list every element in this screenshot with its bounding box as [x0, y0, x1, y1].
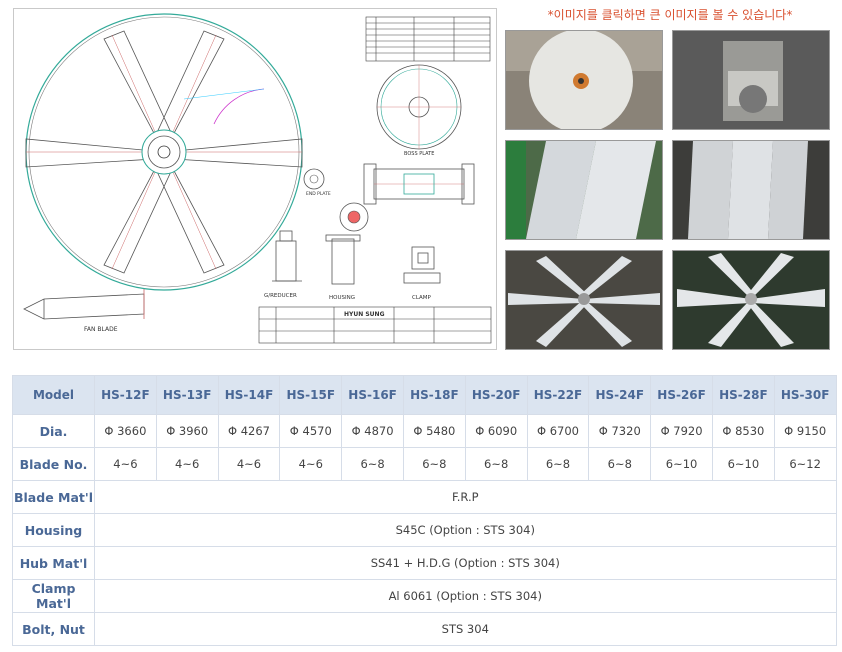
housing-label: HOUSING	[329, 295, 355, 301]
model-cell: HS-14F	[217, 375, 281, 415]
photo-fan-installed-1[interactable]	[505, 250, 663, 350]
company-label: HYUN SUNG	[344, 311, 385, 318]
model-cell: HS-30F	[773, 375, 837, 415]
blade-no-cell: 4~6	[217, 447, 281, 481]
housing-value: S45C (Option : STS 304)	[94, 513, 837, 547]
dia-cell: Φ 4267	[217, 414, 281, 448]
blade-no-cell: 6~12	[773, 447, 837, 481]
table-row-hub-mat: Hub Mat'l SS41 + H.D.G (Option : STS 304…	[12, 546, 837, 580]
clamp-mat-value: Al 6061 (Option : STS 304)	[94, 579, 837, 613]
model-cell: HS-15F	[279, 375, 343, 415]
table-row-blade-mat: Blade Mat'l F.R.P	[12, 480, 837, 514]
bolt-value: STS 304	[94, 612, 837, 646]
reducer-label: G/REDUCER	[264, 293, 297, 299]
dia-cell: Φ 8530	[711, 414, 775, 448]
dia-cell: Φ 4570	[279, 414, 343, 448]
blade-no-cell: 6~8	[464, 447, 528, 481]
model-cell: HS-20F	[464, 375, 528, 415]
model-header: Model	[12, 375, 95, 415]
photo-hub-disc[interactable]	[505, 30, 663, 130]
dia-cell: Φ 9150	[773, 414, 837, 448]
dia-cell: Φ 3960	[155, 414, 219, 448]
dia-label: Dia.	[12, 414, 95, 448]
blade-no-cell: 6~8	[402, 447, 466, 481]
table-row-blade-no: Blade No. 4~6 4~6 4~6 4~6 6~8 6~8 6~8 6~…	[12, 447, 837, 481]
model-cell: HS-18F	[402, 375, 466, 415]
dia-cell: Φ 7920	[650, 414, 713, 448]
photo-housing-assembly[interactable]	[672, 30, 830, 130]
clamp-mat-label: Clamp Mat'l	[12, 579, 95, 613]
blade-no-cell: 6~8	[341, 447, 404, 481]
photo-blades-stack-2[interactable]	[672, 140, 830, 240]
blade-mat-value: F.R.P	[94, 480, 837, 514]
technical-drawing: FAN BLADE BOSS PLATE	[13, 8, 497, 350]
fan-blade-label: FAN BLADE	[84, 326, 118, 333]
model-cell: HS-13F	[155, 375, 219, 415]
dia-cell: Φ 5480	[402, 414, 466, 448]
blade-no-cell: 4~6	[155, 447, 219, 481]
blade-no-label: Blade No.	[12, 447, 95, 481]
dia-cell: Φ 6700	[526, 414, 590, 448]
clamp-label: CLAMP	[412, 295, 432, 301]
model-cell: HS-16F	[341, 375, 404, 415]
blade-no-cell: 6~8	[588, 447, 652, 481]
blade-no-cell: 6~8	[526, 447, 590, 481]
model-cell: HS-24F	[588, 375, 652, 415]
dia-cell: Φ 3660	[94, 414, 157, 448]
hub-mat-label: Hub Mat'l	[12, 546, 95, 580]
blade-no-cell: 4~6	[279, 447, 343, 481]
photo-blades-stack-1[interactable]	[505, 140, 663, 240]
table-row-housing: Housing S45C (Option : STS 304)	[12, 513, 837, 547]
model-cell: HS-26F	[650, 375, 713, 415]
model-cell: HS-22F	[526, 375, 590, 415]
dia-cell: Φ 7320	[588, 414, 652, 448]
boss-plate-label: BOSS PLATE	[404, 151, 434, 157]
end-plate-label: END PLATE	[306, 191, 331, 197]
blade-no-cell: 4~6	[94, 447, 157, 481]
table-row-bolt: Bolt, Nut STS 304	[12, 612, 837, 646]
table-header-row: Model HS-12F HS-13F HS-14F HS-15F HS-16F…	[12, 375, 837, 415]
bolt-label: Bolt, Nut	[12, 612, 95, 646]
dia-cell: Φ 4870	[341, 414, 404, 448]
model-cell: HS-28F	[711, 375, 775, 415]
click-notice: *이미지를 클릭하면 큰 이미지를 볼 수 있습니다*	[547, 8, 793, 22]
photo-fan-installed-2[interactable]	[672, 250, 830, 350]
blade-mat-label: Blade Mat'l	[12, 480, 95, 514]
dia-cell: Φ 6090	[464, 414, 528, 448]
blade-no-cell: 6~10	[711, 447, 775, 481]
housing-label: Housing	[12, 513, 95, 547]
model-cell: HS-12F	[94, 375, 157, 415]
hub-mat-value: SS41 + H.D.G (Option : STS 304)	[94, 546, 837, 580]
table-row-dia: Dia. Φ 3660 Φ 3960 Φ 4267 Φ 4570 Φ 4870 …	[12, 414, 837, 448]
blade-no-cell: 6~10	[650, 447, 713, 481]
spec-table: Model HS-12F HS-13F HS-14F HS-15F HS-16F…	[12, 375, 837, 646]
table-row-clamp-mat: Clamp Mat'l Al 6061 (Option : STS 304)	[12, 579, 837, 613]
